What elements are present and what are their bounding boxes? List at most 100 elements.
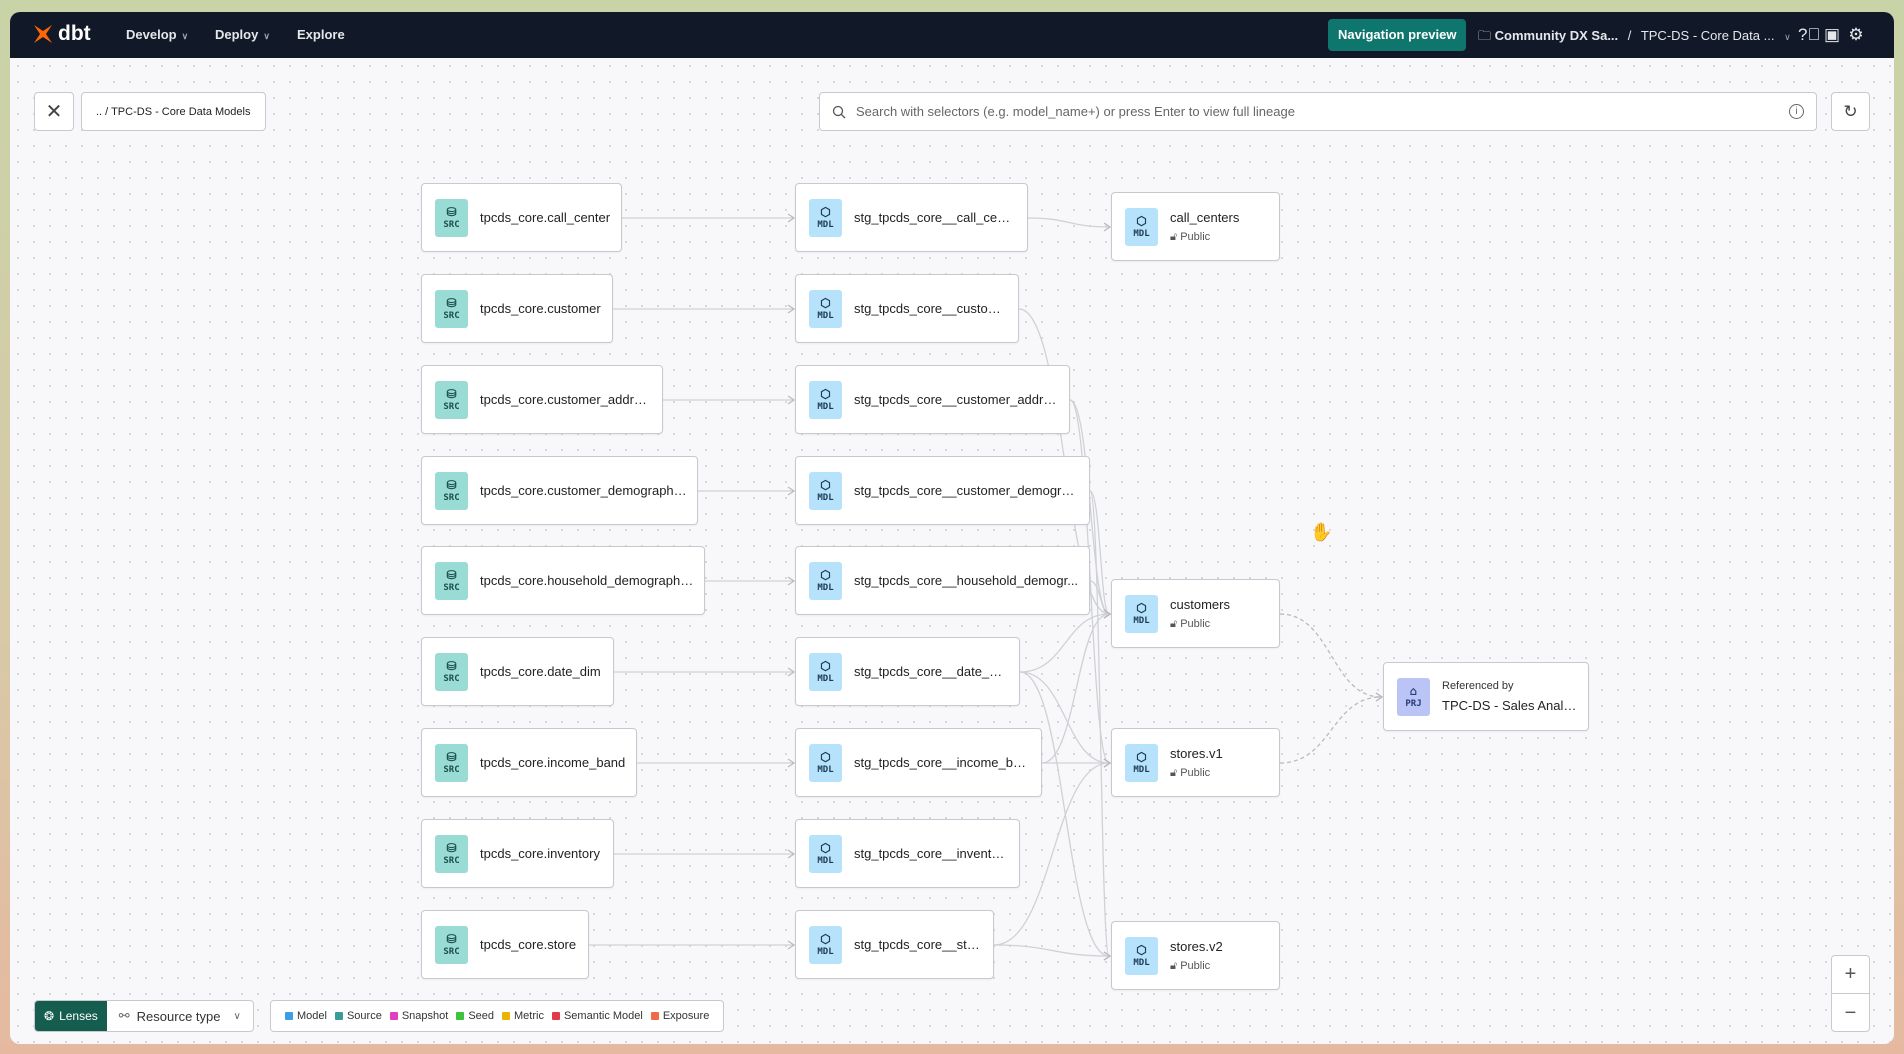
badge-label: MDL	[1133, 957, 1150, 968]
legend-item: Snapshot	[389, 1010, 449, 1022]
dbt-logo[interactable]: dbt	[32, 22, 91, 46]
badge-label: MDL	[817, 401, 834, 412]
node-label: tpcds_core.inventory	[480, 846, 600, 861]
edge-arrowhead	[1103, 758, 1112, 768]
feedback-icon[interactable]: ▣	[1823, 25, 1841, 44]
mdl-badge: ⬡MDL	[809, 561, 842, 600]
search-input[interactable]	[856, 104, 1779, 119]
mdl-badge: ⬡MDL	[809, 652, 842, 691]
info-icon[interactable]: i	[1789, 104, 1804, 119]
refresh-button[interactable]: ↻	[1831, 92, 1870, 131]
hand-cursor-icon: ✋	[1310, 522, 1333, 542]
mdl-badge: ⬡MDL	[809, 925, 842, 964]
src-badge: ⛁SRC	[435, 561, 468, 600]
nav-develop[interactable]: Develop∨	[126, 27, 188, 42]
badge-label: MDL	[817, 582, 834, 593]
lineage-edge	[1089, 490, 1110, 957]
close-icon: ✕	[45, 101, 63, 123]
badge-label: MDL	[1133, 764, 1150, 775]
lineage-edge	[1279, 696, 1382, 764]
src-badge: ⛁SRC	[435, 289, 468, 328]
legend-swatch	[502, 1012, 511, 1020]
database-icon: ⛁	[446, 567, 457, 582]
badge-label: SRC	[443, 401, 460, 412]
badge-label: SRC	[443, 219, 460, 230]
lineage-node-mdl[interactable]: ⬡MDL customers 🔓︎ Public	[1111, 579, 1280, 648]
project-icon: ⌂	[1409, 683, 1418, 698]
project-name: Community DX Sa...	[1494, 28, 1619, 43]
lenses-button[interactable]: ❂Lenses	[35, 1001, 107, 1031]
unlock-icon: 🔓︎	[1170, 617, 1178, 630]
badge-label: MDL	[817, 492, 834, 503]
close-button[interactable]: ✕	[34, 92, 74, 131]
cube-icon: ⬡	[820, 840, 831, 855]
cube-icon: ⬡	[1136, 213, 1147, 228]
mdl-badge: ⬡MDL	[1125, 936, 1158, 975]
chevron-down-icon: ∨	[181, 31, 189, 41]
search-bar: i	[819, 92, 1817, 131]
badge-label: MDL	[817, 764, 834, 775]
mdl-badge: ⬡MDL	[1125, 743, 1158, 782]
unlock-icon: 🔓︎	[1170, 766, 1178, 779]
resource-type-label: Resource type	[136, 1008, 221, 1024]
app-window: dbt Develop∨ Deploy∨ Explore Navigation …	[10, 12, 1894, 1044]
src-badge: ⛁SRC	[435, 925, 468, 964]
lineage-node-src[interactable]: ⛁SRC tpcds_core.inventory	[421, 819, 614, 888]
legend-swatch	[551, 1012, 560, 1020]
help-icon[interactable]: ?⃝	[1798, 25, 1821, 44]
lenses-label: Lenses	[59, 1009, 98, 1023]
edge-arrowhead	[1103, 951, 1112, 961]
resource-type-dropdown[interactable]: ⚯Resource type∨	[107, 1001, 253, 1031]
zoom-out-button[interactable]: −	[1844, 1001, 1857, 1024]
nav-deploy[interactable]: Deploy∨	[215, 27, 270, 42]
src-badge: ⛁SRC	[435, 471, 468, 510]
access-level: 🔓︎ Public	[1170, 618, 1269, 631]
cube-icon: ⬡	[820, 931, 831, 946]
mdl-badge: ⬡MDL	[809, 471, 842, 510]
edge-arrowhead	[1103, 609, 1112, 619]
src-badge: ⛁SRC	[435, 834, 468, 873]
unlock-icon: 🔓︎	[1170, 230, 1178, 243]
access-level: 🔓︎ Public	[1170, 767, 1269, 780]
badge-label: SRC	[443, 310, 460, 321]
edge-arrowhead	[1103, 758, 1112, 768]
cube-icon: ⬡	[1136, 749, 1147, 764]
project-selector[interactable]: 🗀 Community DX Sa... / TPC-DS - Core Dat…	[1478, 27, 1791, 49]
zoom-in-button[interactable]: +	[1832, 956, 1869, 994]
navigation-preview-button[interactable]: Navigation preview	[1328, 19, 1467, 51]
breadcrumb[interactable]: .. / TPC-DS - Core Data Models	[81, 92, 266, 131]
nav-explore[interactable]: Explore	[297, 27, 345, 42]
mdl-badge: ⬡MDL	[1125, 207, 1158, 246]
cube-icon: ⬡	[820, 477, 831, 492]
access-label: Public	[1180, 617, 1211, 630]
node-label: customers	[1170, 596, 1230, 612]
cube-icon: ⬡	[820, 204, 831, 219]
mdl-badge: ⬡MDL	[1125, 594, 1158, 633]
search-icon	[832, 105, 846, 118]
edge-arrowhead	[1375, 692, 1384, 702]
legend-label: Snapshot	[401, 1010, 449, 1022]
gear-icon[interactable]: ⚙	[1848, 25, 1864, 44]
